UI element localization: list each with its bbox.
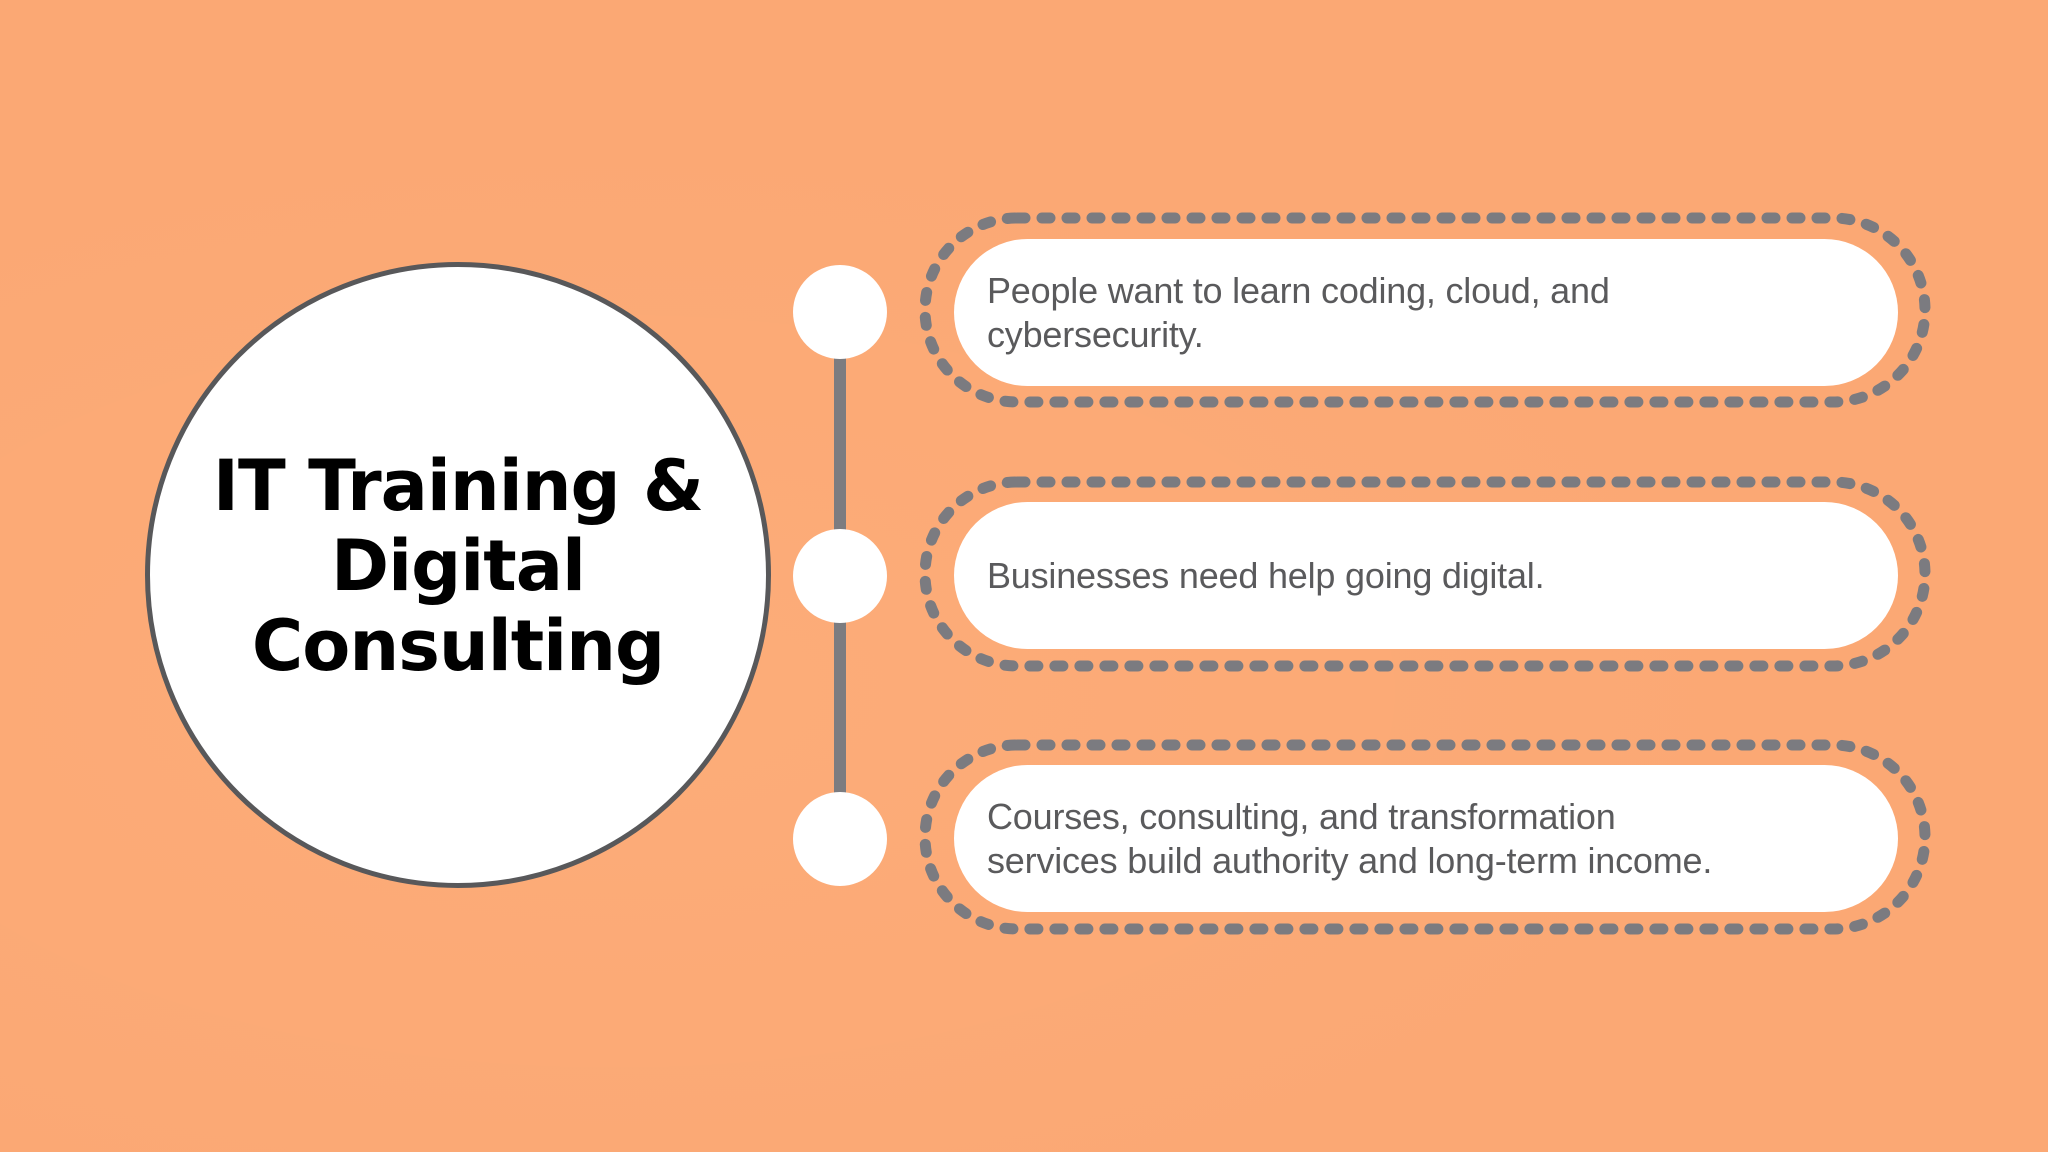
point-pill-2: Businesses need help going digital.: [954, 502, 1898, 649]
timeline-node-2-icon: [793, 529, 887, 623]
hub-title-line-3: Consulting: [251, 605, 665, 687]
point-text-3: Courses, consulting, and transformation …: [954, 795, 1732, 883]
point-3-line-1: Courses, consulting, and transformation: [987, 795, 1616, 837]
timeline-node-3-icon: [793, 792, 887, 886]
dotted-border-3: [919, 739, 1931, 935]
point-card-3: Courses, consulting, and transformation …: [910, 739, 1940, 939]
timeline-node-1-icon: [793, 265, 887, 359]
point-card-1: People want to learn coding, cloud, and …: [910, 212, 1940, 412]
point-pill-1: People want to learn coding, cloud, and …: [954, 239, 1898, 386]
point-text-2: Businesses need help going digital.: [954, 554, 1564, 598]
point-1-line-1: People want to learn coding, cloud, and: [987, 269, 1610, 311]
point-pill-3: Courses, consulting, and transformation …: [954, 765, 1898, 912]
point-card-2: Businesses need help going digital.: [910, 476, 1940, 676]
hub-title-line-1: IT Training &: [212, 445, 704, 527]
hub-title: IT Training & Digital Consulting: [198, 446, 718, 686]
dotted-border-1: [919, 212, 1931, 408]
hub-circle: IT Training & Digital Consulting: [145, 262, 771, 888]
point-1-line-2: cybersecurity.: [987, 313, 1204, 355]
hub-title-line-2: Digital: [331, 525, 586, 607]
point-text-1: People want to learn coding, cloud, and …: [954, 269, 1630, 357]
point-2-line-1: Businesses need help going digital.: [987, 554, 1545, 596]
point-3-line-2: services build authority and long-term i…: [987, 839, 1713, 881]
dotted-border-2: [919, 476, 1931, 672]
